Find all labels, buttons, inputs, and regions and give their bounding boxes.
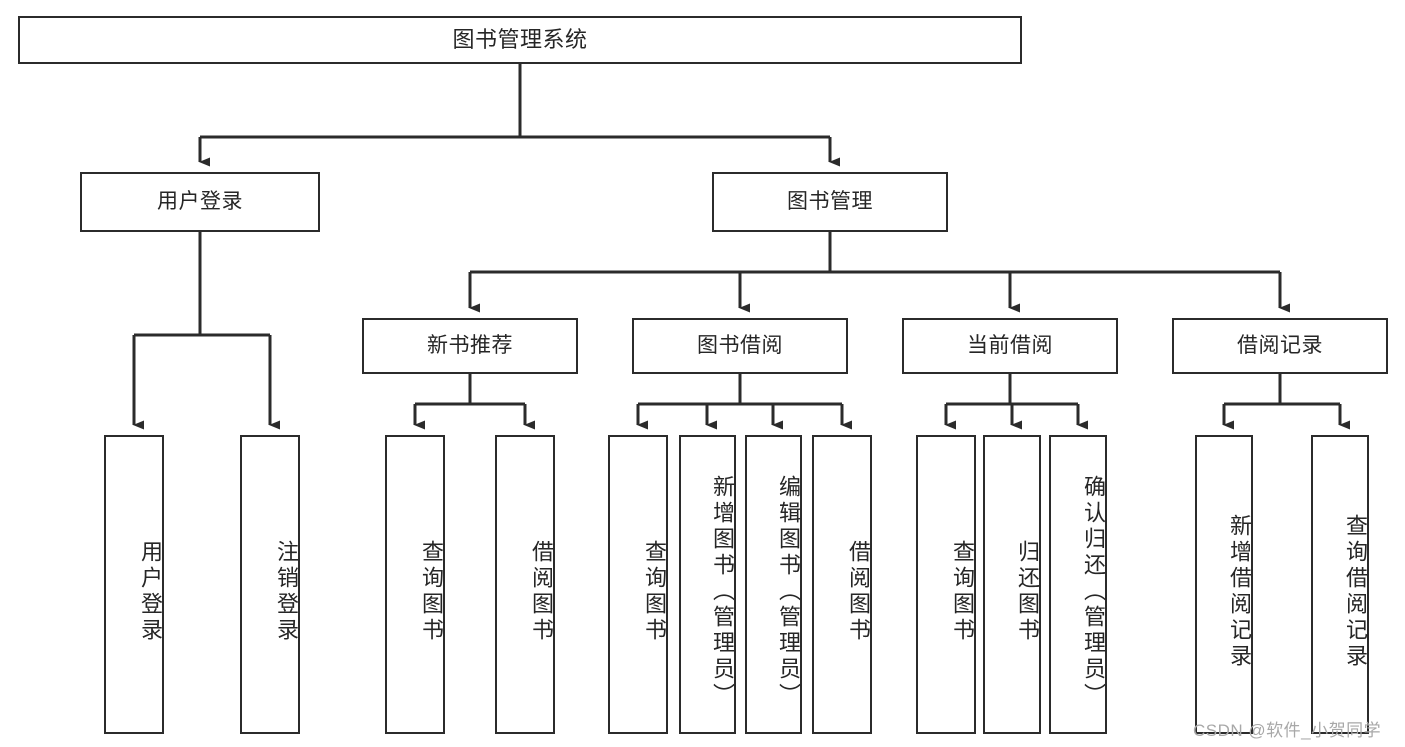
node-user-login[interactable]: 用户登录 — [80, 172, 320, 232]
leaf-query-book-recommend[interactable]: 查询图书 — [385, 435, 445, 734]
node-label: 图书借阅 — [697, 334, 783, 358]
node-label: 确认归还（管理员） — [1081, 474, 1106, 709]
node-label: 新书推荐 — [427, 334, 513, 358]
node-label: 当前借阅 — [967, 334, 1053, 358]
node-new-book-recommend[interactable]: 新书推荐 — [362, 318, 578, 374]
node-book-borrow[interactable]: 图书借阅 — [632, 318, 848, 374]
leaf-borrow-book-recommend[interactable]: 借阅图书 — [495, 435, 555, 734]
node-label: 查询图书 — [642, 539, 667, 644]
node-label: 用户登录 — [157, 190, 243, 214]
csdn-watermark: CSDN @软件_小贺同学 — [1193, 721, 1382, 740]
node-label: 用户登录 — [138, 539, 163, 644]
node-label: 查询借阅记录 — [1343, 513, 1368, 670]
leaf-add-borrow-record[interactable]: 新增借阅记录 — [1195, 435, 1253, 734]
node-label: 新增借阅记录 — [1227, 513, 1252, 670]
node-label: 图书管理系统 — [452, 26, 588, 52]
node-book-manage[interactable]: 图书管理 — [712, 172, 948, 232]
node-label: 编辑图书（管理员） — [776, 474, 801, 709]
node-label: 查询图书 — [419, 539, 444, 644]
leaf-borrow-book-2[interactable]: 借阅图书 — [812, 435, 872, 734]
node-label: 注销登录 — [274, 539, 299, 644]
leaf-confirm-return[interactable]: 确认归还（管理员） — [1049, 435, 1107, 734]
node-label: 借阅图书 — [529, 539, 554, 644]
leaf-query-borrow-record[interactable]: 查询借阅记录 — [1311, 435, 1369, 734]
leaf-query-book-current[interactable]: 查询图书 — [916, 435, 976, 734]
node-current-borrow[interactable]: 当前借阅 — [902, 318, 1118, 374]
node-label: 借阅图书 — [846, 539, 871, 644]
node-label: 图书管理 — [787, 190, 873, 214]
leaf-logout[interactable]: 注销登录 — [240, 435, 300, 734]
leaf-add-book[interactable]: 新增图书（管理员） — [679, 435, 736, 734]
node-root-system[interactable]: 图书管理系统 — [18, 16, 1022, 64]
node-label: 新增图书（管理员） — [710, 474, 735, 709]
leaf-return-book[interactable]: 归还图书 — [983, 435, 1041, 734]
node-borrow-record[interactable]: 借阅记录 — [1172, 318, 1388, 374]
node-label: 借阅记录 — [1237, 334, 1323, 358]
leaf-user-login[interactable]: 用户登录 — [104, 435, 164, 734]
node-label: 归还图书 — [1015, 539, 1040, 644]
leaf-query-book-borrow[interactable]: 查询图书 — [608, 435, 668, 734]
leaf-edit-book[interactable]: 编辑图书（管理员） — [745, 435, 802, 734]
node-label: 查询图书 — [950, 539, 975, 644]
